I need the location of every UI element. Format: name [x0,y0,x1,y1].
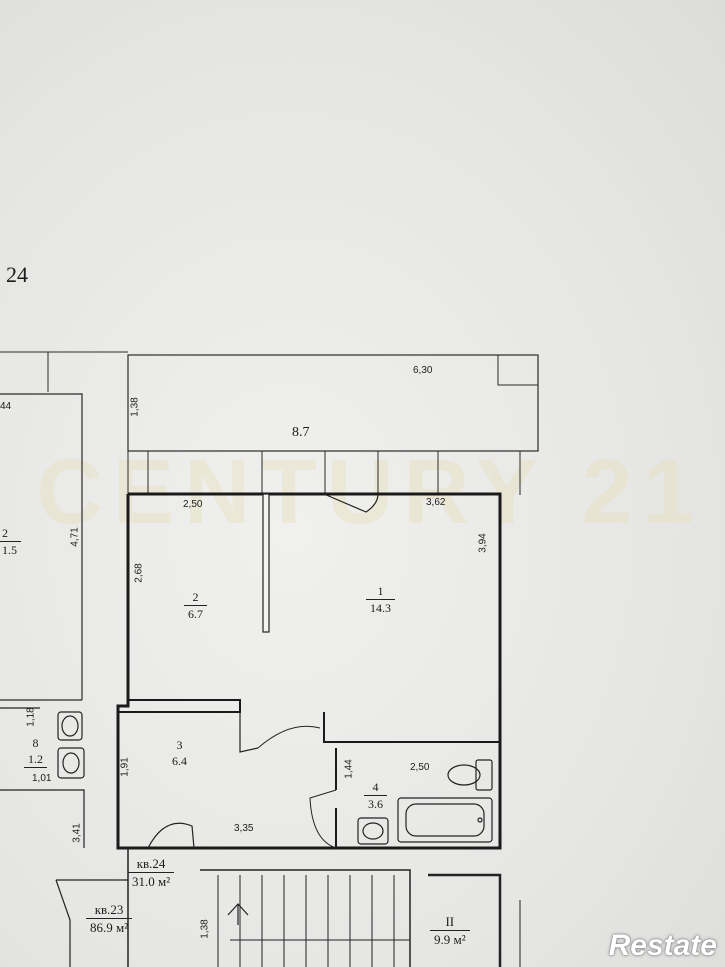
room-1-number: 1 [366,584,395,600]
room-3-depth-dim: 1,91 [119,757,131,777]
neighbor-bath-dim-c: 3,41 [71,823,83,843]
room-1-width-dim: 3,62 [426,497,446,508]
stair-dim: 1,38 [199,919,211,939]
room-4-label: 4 3.6 [364,780,387,812]
apartment-24-area: 31.0 м² [132,874,171,889]
room-2-width-dim: 2,50 [183,499,203,510]
balcony-depth-dim: 1,38 [129,397,141,417]
apartment-23-label: кв.23 [86,902,133,919]
apartment-24-label: кв.24 [128,856,175,873]
neighbor-room-width-dim: 44 [0,401,12,412]
room-2-number: 2 [184,590,207,606]
room-4-width-dim: 2,50 [410,762,430,773]
neighbor-bath-area: 1.2 [24,751,47,768]
stair-number: II [430,914,470,931]
room-2-label: 2 6.7 [184,590,207,622]
room-3-width-dim: 3,35 [234,823,254,834]
apartment-24-total: кв.24 31.0 м² [128,856,175,890]
apartment-23-area: 86.9 м² [90,920,129,935]
stair-label: II 9.9 м² [430,914,470,948]
room-3-area: 6.4 [172,754,187,768]
apartment-23-total: кв.23 86.9 м² [86,902,133,936]
room-4-area: 3.6 [368,797,383,811]
neighbor-bath-dim-b: 1,01 [32,773,52,784]
neighbor-room-label: 2 1.5 [0,526,21,558]
stair-area: 9.9 м² [434,932,466,947]
room-1-depth-dim: 3,94 [477,533,489,553]
watermark: CENTURY 21 [36,441,704,543]
apartment-heading: 24 [6,262,28,287]
balcony-width-dim: 6,30 [413,365,433,376]
neighbor-room-number: 2 [0,526,21,542]
room-1-area: 14.3 [370,601,391,615]
neighbor-bath-dim-a: 1,18 [25,707,37,727]
room-2-area: 6.7 [188,607,203,621]
room-4-depth-dim: 1,44 [343,759,355,779]
restate-logo: Restate [608,929,717,962]
neighbor-room-depth-dim: 4,71 [69,527,81,547]
room-1-label: 1 14.3 [366,584,395,616]
room-4-number: 4 [364,780,387,796]
neighbor-bath-number: 8 [32,736,39,750]
room-3-number: 3 [176,738,183,752]
neighbor-bath-label: 8 1.2 [24,736,47,768]
neighbor-room-area: 1.5 [2,543,17,557]
room-2-depth-dim: 2,68 [133,563,145,583]
balcony-area: 8.7 [292,425,310,440]
room-3-label: 3 6.4 [168,738,191,769]
